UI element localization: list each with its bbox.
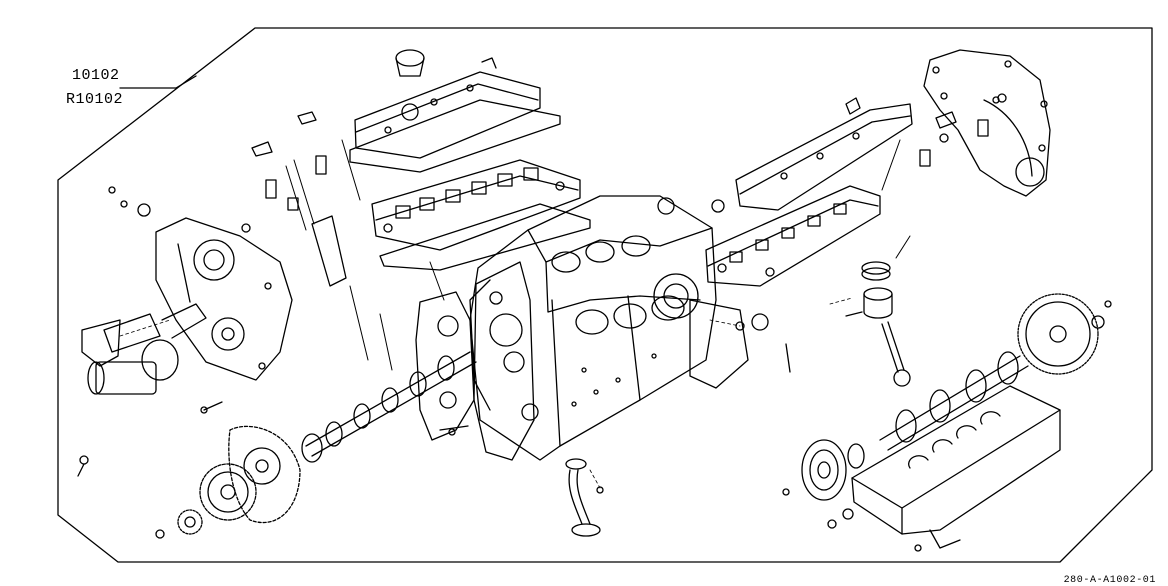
- left-cylinder-head: [371, 159, 581, 251]
- block-skirt: [689, 299, 749, 389]
- fasteners: [77, 93, 1112, 552]
- crankshaft: [879, 351, 1029, 451]
- part-number-label: 10102: [72, 67, 120, 84]
- assembly-leaders: [119, 297, 853, 489]
- oil-pickup: [565, 458, 601, 537]
- flywheel: [1017, 293, 1105, 375]
- right-valve-cover: [735, 97, 913, 211]
- callout-leader: [119, 75, 197, 89]
- piston: [861, 261, 893, 319]
- oil-filter-bracket: [81, 319, 121, 367]
- timing-cover: [155, 217, 293, 381]
- front-gasket: [415, 291, 475, 441]
- valve-springs-right: [919, 111, 989, 167]
- connecting-rod: [881, 321, 911, 387]
- left-valve-cover: [354, 49, 541, 159]
- left-head-gasket: [379, 203, 591, 271]
- part-number-alt-label: R10102: [66, 91, 124, 108]
- camshaft: [301, 351, 477, 463]
- crank-sprocket: [177, 509, 203, 535]
- timing-chain: [228, 425, 301, 524]
- water-pump: [87, 303, 207, 395]
- valve-springs-left: [251, 111, 327, 211]
- right-cylinder-head: [705, 185, 881, 287]
- front-plate: [473, 261, 535, 461]
- crank-pulley: [801, 439, 865, 501]
- oil-pan: [851, 385, 1061, 549]
- rear-end-plate: [923, 49, 1051, 197]
- bearing-shells: [908, 411, 1001, 469]
- engine-block: [469, 195, 717, 461]
- timing-gear-large: [199, 463, 257, 521]
- left-cover-gasket: [349, 99, 561, 173]
- octagon-frame: [57, 27, 1153, 563]
- drawing-reference-code: 280-A-A1002-01: [1063, 575, 1156, 586]
- alternator-bracket: [311, 215, 347, 287]
- pushrods: [285, 139, 911, 371]
